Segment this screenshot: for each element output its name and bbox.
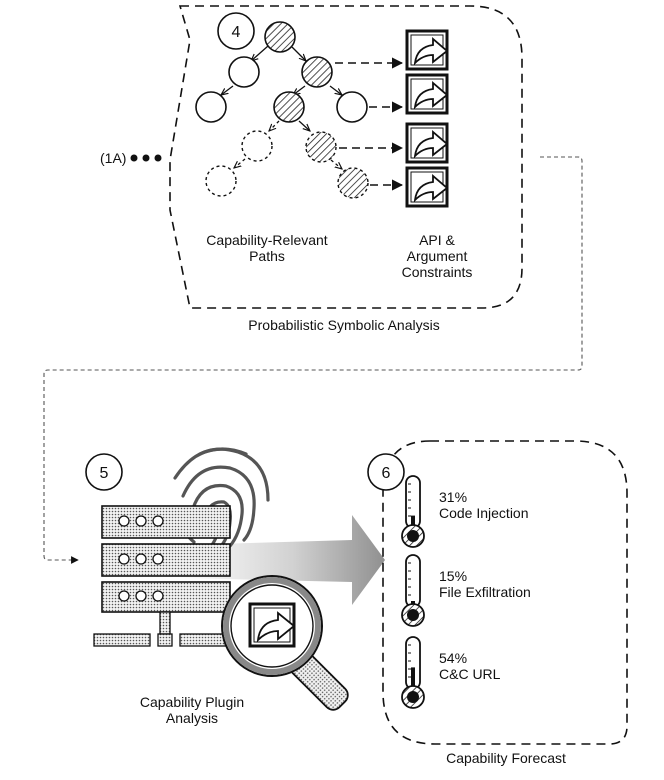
- forecast-boundary: [382, 440, 628, 745]
- forecast-label: File Exfiltration: [439, 584, 531, 600]
- forecast-percent: 15%: [439, 568, 467, 584]
- tree-node-dashed: [205, 165, 237, 197]
- tree-node-plain: [228, 56, 260, 88]
- tree-node-hatched: [301, 56, 333, 88]
- api-label-line1: API &: [419, 232, 455, 248]
- tree-node-hatched: [273, 91, 305, 123]
- tree-node-hatched-dashed: [337, 167, 369, 199]
- magnifier-icon: [221, 575, 349, 711]
- forecast-title: Capability Forecast: [446, 750, 566, 766]
- tree-edges: [221, 45, 342, 169]
- forecast-percent: 31%: [439, 489, 467, 505]
- flow-connector: [43, 156, 583, 564]
- forecast-label: Code Injection: [439, 505, 529, 521]
- symbolic-analysis-boundary: [169, 5, 523, 309]
- tree-node-hatched: [264, 21, 296, 53]
- api-label-line2: Argument: [407, 248, 468, 264]
- tree-node-plain: [195, 91, 227, 123]
- forecast-item: 31%Code Injection: [401, 475, 529, 548]
- step-4-badge: 4: [217, 12, 255, 50]
- thermometer-icon: [401, 475, 425, 548]
- reference-1a-label: (1A): [100, 150, 126, 166]
- tree-node-plain: [336, 91, 368, 123]
- api-icons: [405, 29, 449, 208]
- ellipsis-dots: [130, 154, 162, 162]
- tree-node-hatched-dashed: [305, 131, 337, 163]
- forecast-item: 54%C&C URL: [401, 636, 501, 709]
- svg-text:5: 5: [100, 465, 109, 482]
- forecast-item: 15%File Exfiltration: [401, 554, 531, 627]
- constraint-arrows: [335, 57, 404, 191]
- thermometer-icon: [401, 636, 425, 709]
- analysis-beam: [180, 515, 385, 605]
- step-6-badge: 6: [367, 453, 405, 491]
- forecast-label: C&C URL: [439, 666, 501, 682]
- svg-text:4: 4: [232, 24, 241, 41]
- thermometer-level: [411, 667, 415, 689]
- path-tree: [195, 21, 369, 199]
- thermometer-level: [411, 515, 415, 528]
- server-stack-icon: [93, 505, 233, 647]
- svg-text:6: 6: [382, 465, 391, 482]
- forecast-percent: 54%: [439, 650, 467, 666]
- paths-label-line1: Capability-Relevant: [206, 232, 328, 248]
- symbolic-analysis-title: Probabilistic Symbolic Analysis: [248, 317, 439, 333]
- step-5-badge: 5: [85, 453, 123, 491]
- paths-label-line2: Paths: [249, 248, 285, 264]
- thermometer-icon: [401, 554, 425, 627]
- plugin-analysis-title-line1: Capability Plugin: [140, 694, 244, 710]
- tree-node-dashed: [241, 130, 273, 162]
- plugin-analysis-title-line2: Analysis: [166, 710, 218, 726]
- api-label-line3: Constraints: [402, 264, 473, 280]
